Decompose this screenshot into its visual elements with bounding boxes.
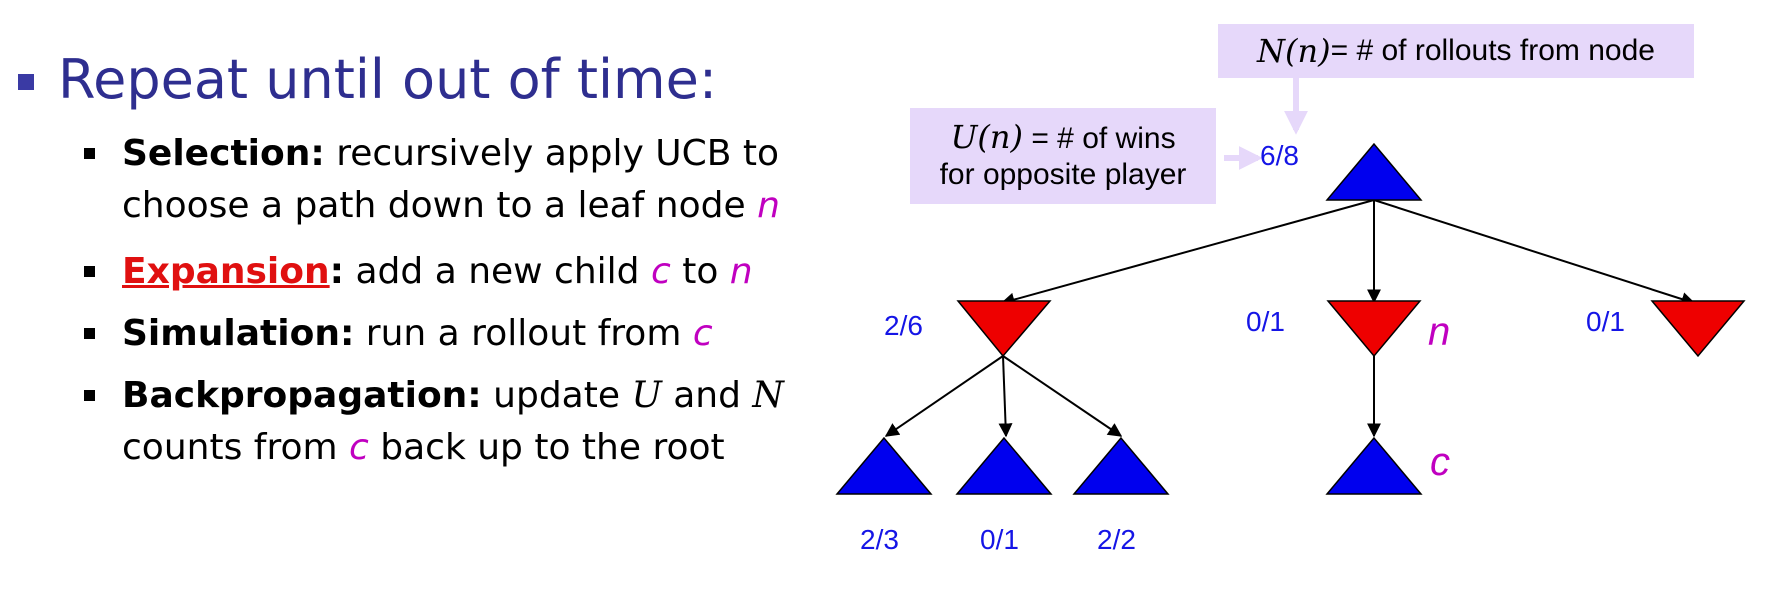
leaf-node-c	[1072, 436, 1170, 495]
bullet-expansion: Expansion: add a new child c to n	[80, 246, 800, 298]
main-bullet: Repeat until out of time:	[18, 48, 717, 111]
bullet-backpropagation: Backpropagation: update U and N counts f…	[80, 370, 800, 474]
selection-text: recursively apply UCB to choose a path d…	[122, 133, 780, 226]
callout-wins-text2: for opposite player	[939, 158, 1187, 191]
backprop-var-c: c	[349, 427, 369, 468]
min-node-right	[1650, 300, 1746, 358]
node-label-c: c	[1430, 440, 1450, 484]
right-ratio-label: 0/1	[1586, 306, 1625, 337]
selection-title: Selection:	[122, 133, 325, 174]
edge-left-c	[1002, 355, 1123, 437]
expansion-var-n: n	[729, 251, 753, 292]
sub-bullet-list: Selection: recursively apply UCB to choo…	[80, 128, 800, 474]
leaf-c-ratio-label: 2/2	[1097, 524, 1136, 555]
square-bullet-icon	[84, 328, 95, 339]
mid-ratio-label: 0/1	[1246, 306, 1285, 337]
min-node-left	[956, 300, 1052, 358]
edge-root-left	[1000, 199, 1375, 307]
edge-left-b	[998, 355, 1013, 438]
callout-rollouts-text: = # of rollouts from node	[1330, 34, 1655, 67]
leaf-node-b	[955, 436, 1053, 495]
simulation-var-c: c	[692, 313, 713, 354]
callout-rollouts-math: N(n)	[1257, 32, 1331, 70]
backprop-text2: and	[661, 375, 753, 416]
backprop-text4: back up to the root	[368, 427, 725, 468]
expansion-colon: :	[329, 251, 345, 292]
backprop-title: Backpropagation:	[122, 375, 482, 416]
simulation-text: run a rollout from	[354, 313, 693, 354]
square-bullet-icon	[84, 266, 95, 277]
expansion-var-c: c	[650, 251, 671, 292]
selection-var-n: n	[757, 185, 780, 226]
callout-wins-line1: U(n) = # of wins	[950, 119, 1175, 157]
bullet-simulation: Simulation: run a rollout from c	[80, 308, 800, 360]
edge-left-a	[884, 355, 1004, 437]
min-node-n	[1326, 300, 1422, 358]
callout-wins-math: U(n)	[950, 118, 1023, 156]
bullet-selection: Selection: recursively apply UCB to choo…	[80, 128, 800, 232]
backprop-var-u: U	[631, 375, 662, 416]
simulation-title: Simulation:	[122, 313, 355, 354]
backprop-var-n: N	[752, 375, 784, 416]
child-node-c	[1325, 436, 1423, 495]
root-ratio-label: 6/8	[1260, 140, 1299, 171]
expansion-text2: to	[670, 251, 730, 292]
callout-rollouts: N(n) = # of rollouts from node	[1218, 24, 1694, 78]
leaf-node-a	[835, 436, 933, 495]
backprop-text1: update	[481, 375, 632, 416]
left-ratio-label: 2/6	[884, 310, 923, 341]
backprop-text3: counts from	[122, 427, 349, 468]
square-bullet-icon	[18, 73, 34, 90]
callout-wins-text1: = # of wins	[1022, 122, 1176, 155]
node-label-n: n	[1428, 310, 1451, 354]
square-bullet-icon	[84, 148, 95, 159]
root-node-triangle	[1325, 142, 1423, 201]
expansion-text1: add a new child	[344, 251, 651, 292]
square-bullet-icon	[84, 390, 95, 401]
leaf-a-ratio-label: 2/3	[860, 524, 899, 555]
callout-wins: U(n) = # of wins for opposite player	[910, 108, 1216, 204]
main-heading: Repeat until out of time:	[58, 48, 718, 111]
edge-root-right	[1373, 199, 1696, 306]
leaf-b-ratio-label: 0/1	[980, 524, 1019, 555]
expansion-title: Expansion	[122, 251, 330, 292]
